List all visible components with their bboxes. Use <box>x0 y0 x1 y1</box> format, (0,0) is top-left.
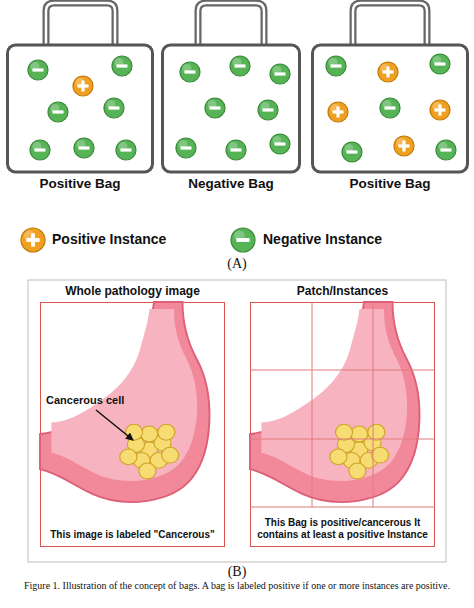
cancer-cell <box>150 452 167 468</box>
grid-line <box>250 507 435 508</box>
bag-body <box>313 45 468 172</box>
frame-title: Whole pathology image <box>31 284 234 298</box>
cancer-cell <box>127 437 144 453</box>
cancer-cell <box>372 447 389 463</box>
bag-body <box>8 45 153 172</box>
instance-shine <box>234 230 245 241</box>
frame-note: This image is labeled "Cancerous" <box>45 529 220 541</box>
bag-label: Negative Bag <box>160 176 302 191</box>
stomach-inner <box>261 309 407 481</box>
cancer-cell <box>351 442 368 458</box>
image-frame: Patch/InstancesThis Bag is positive/canc… <box>250 302 435 547</box>
cancer-cell <box>368 424 385 440</box>
bag-outline <box>5 0 155 195</box>
instance-disc <box>231 228 255 252</box>
bag-handle <box>353 3 427 48</box>
cancer-cell <box>337 437 354 453</box>
cancer-cell <box>158 424 175 440</box>
image-frame: Whole pathology imageThis image is label… <box>40 302 225 547</box>
cancer-cell <box>139 463 156 479</box>
bag-handle <box>198 3 264 48</box>
stomach-outer <box>250 302 419 502</box>
negative-instance <box>231 228 255 252</box>
bag-node: Positive Bag <box>5 0 155 195</box>
frame-note: This Bag is positive/cancerous It contai… <box>255 517 430 541</box>
bag-label: Positive Bag <box>310 176 470 191</box>
cancer-cell <box>154 435 171 451</box>
cancer-cell <box>364 435 381 451</box>
bag-handle-inner <box>198 3 264 48</box>
grid-line <box>250 370 435 371</box>
callout-label: Cancerous cell <box>46 394 124 406</box>
legend-text: Negative Instance <box>263 231 382 247</box>
panel-tag: (B) <box>0 564 474 580</box>
bag-outline <box>310 0 470 195</box>
legend-text: Positive Instance <box>52 231 166 247</box>
sign-bar <box>26 238 39 242</box>
bag-node: Positive Bag <box>310 0 470 195</box>
patch-grid <box>250 302 435 507</box>
leader-arrow <box>96 410 133 440</box>
cancer-cell <box>360 452 377 468</box>
grid-line <box>312 302 313 507</box>
stomach-illustration <box>250 302 419 502</box>
grid-line <box>250 439 435 440</box>
bag-body <box>163 45 300 172</box>
cancer-cell <box>351 426 368 442</box>
cancer-cell <box>126 424 143 440</box>
cancer-cell <box>162 447 179 463</box>
cancer-cell <box>141 426 158 442</box>
cancer-cell <box>330 449 347 465</box>
stomach-illustration <box>40 302 209 502</box>
cancer-cell <box>349 463 366 479</box>
cancer-cell <box>141 442 158 458</box>
sign-bar <box>31 233 35 246</box>
panel-frame <box>28 280 446 562</box>
sign-bar <box>236 238 249 242</box>
cancer-cell <box>133 452 150 468</box>
frame-title: Patch/Instances <box>241 284 444 298</box>
instance-shine <box>24 230 35 241</box>
grid-line <box>373 302 374 507</box>
figure-caption: Figure 1. Illustration of the concept of… <box>8 580 466 592</box>
positive-instance <box>21 228 45 252</box>
bag-node: Negative Bag <box>160 0 302 195</box>
bag-handle-inner <box>46 3 115 48</box>
bag-handle-inner <box>353 3 427 48</box>
bag-outline <box>160 0 302 195</box>
cancer-cell <box>120 449 137 465</box>
cancer-cell <box>343 452 360 468</box>
panel-tag: (A) <box>0 256 474 272</box>
stomach-outer <box>40 302 209 502</box>
bag-label: Positive Bag <box>5 176 155 191</box>
bag-handle <box>46 3 115 48</box>
cancer-cell <box>336 424 353 440</box>
instance-disc <box>21 228 45 252</box>
